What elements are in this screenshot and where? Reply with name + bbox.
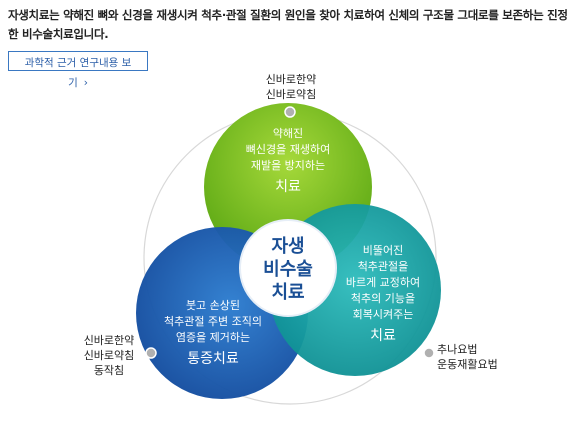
dot-right [423,347,435,359]
right-line-4: 척추의 기능을 [351,292,415,305]
top-line-2: 뼈신경을 재생하여 [246,142,330,156]
top-line-1: 약해진 [273,126,303,140]
outer-right-line-2: 운동재활요법 [437,357,498,371]
left-line-3: 염증을 제거하는 [176,330,250,344]
outer-left-line-3: 동작침 [94,364,124,377]
right-circle-text: 비뚤어진 척추관절을 바르게 교정하여 척추의 기능을 회복시켜주는 치료 [346,244,420,344]
right-emphasis: 치료 [370,328,396,344]
top-circle-text: 약해진 뼈신경을 재생하여 재발을 방지하는 치료 [246,126,330,195]
research-content-button[interactable]: 과학적 근거 연구내용 보기› [8,51,148,89]
right-line-5: 회복시켜주는 [353,308,414,321]
outer-labels: 신바로한약 신바로약침 신바로한약 신바로약침 동작침 추나요법 운동재활요법 [84,72,498,377]
outer-top-line-1: 신바로한약 [266,72,317,86]
intro-line-2: 한 비수술치료입니다. [8,27,109,41]
left-circle-text: 붓고 손상된 척추관절 주변 조직의 염증을 제거하는 통증치료 [164,299,262,367]
chevron-right-icon: › [83,77,88,89]
dot-left [145,347,157,359]
research-button-label: 과학적 근거 연구내용 보기 [24,57,132,89]
center-circle [239,219,337,317]
center-line-3: 치료 [271,282,304,303]
left-line-2: 척추관절 주변 조직의 [164,315,262,328]
center-line-2: 비수술 [263,259,313,280]
outer-left-line-2: 신바로약침 [84,348,135,362]
outer-right-line-1: 추나요법 [437,343,477,356]
right-line-2: 척추관절을 [358,260,409,273]
intro-text: 자생치료는 약해진 뼈와 신경을 재생시켜 척추·관절 질환의 원인을 찾아 치… [8,6,576,44]
intro-line-1: 자생치료는 약해진 뼈와 신경을 재생시켜 척추·관절 질환의 원인을 찾아 치… [8,8,568,22]
left-line-1: 붓고 손상된 [186,299,240,312]
outer-left-line-1: 신바로한약 [84,333,135,347]
right-line-3: 바르게 교정하여 [346,275,420,289]
dot-top [284,106,296,118]
outer-top-line-2: 신바로약침 [266,87,317,101]
right-line-1: 비뚤어진 [363,244,403,257]
left-emphasis: 통증치료 [187,351,239,367]
center-line-1: 자생 [271,236,304,257]
top-emphasis: 치료 [275,179,301,195]
top-line-3: 재발을 방지하는 [251,158,325,172]
